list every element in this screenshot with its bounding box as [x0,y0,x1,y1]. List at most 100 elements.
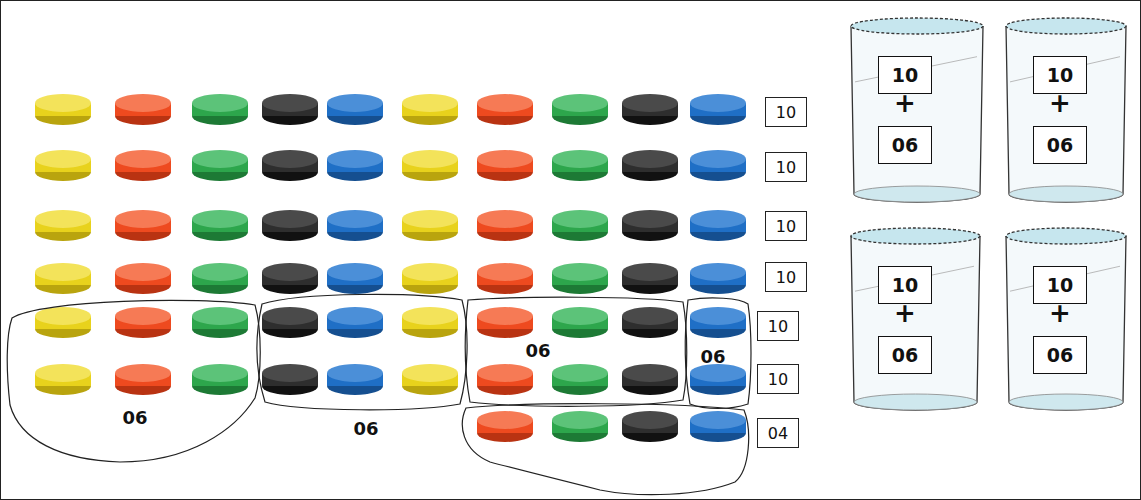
bottle-cap [552,307,608,338]
group-count: 06 [353,418,378,439]
bottle-cap [477,364,533,395]
bottle-cap [552,411,608,442]
bottle-cap [327,364,383,395]
group-loop [685,298,751,409]
bottle-cap [262,307,318,338]
number-box: 06 [1033,336,1087,374]
bottle-cap [262,263,318,294]
bottle-cap [552,364,608,395]
bottle-cap [622,364,678,395]
number-box: 10 [878,266,932,304]
bottle-cap [477,411,533,442]
bottle-cap [552,210,608,241]
bottle-cap [690,263,746,294]
bottle-cap [35,210,91,241]
bottle-cap [327,263,383,294]
bottle-cap [477,263,533,294]
bottle-cap [690,307,746,338]
bottle-cap [477,307,533,338]
bottle-cap [192,263,248,294]
row-count-box: 04 [757,418,799,448]
bottle-cap [477,94,533,125]
number-text: 10 [768,317,788,336]
row-count-box: 10 [757,311,799,341]
bottle-cap [192,364,248,395]
cup: +1006 [998,224,1134,416]
bottle-cap [402,263,458,294]
bottle-cap [622,94,678,125]
bottle-cap [192,210,248,241]
number-text: 10 [776,103,796,122]
bottle-cap [35,364,91,395]
bottle-cap [115,210,171,241]
bottle-cap [262,94,318,125]
number-box: 06 [1033,126,1087,164]
bottle-cap [262,210,318,241]
bottle-cap [192,307,248,338]
bottle-cap [690,364,746,395]
bottle-cap [690,150,746,181]
number-text: 06 [892,344,918,366]
bottle-cap [327,150,383,181]
row-count-box: 10 [765,262,807,292]
bottle-cap [35,94,91,125]
bottle-cap [477,210,533,241]
bottle-cap [327,210,383,241]
bottle-cap [552,263,608,294]
group-count: 06 [525,340,550,361]
bottle-cap [402,94,458,125]
bottle-caps [35,94,746,442]
number-text: 06 [1047,134,1073,156]
cup: +1006 [843,14,991,208]
number-text: 10 [892,64,918,86]
number-box: 10 [1033,266,1087,304]
number-text: 04 [768,424,788,443]
cup: +1006 [843,224,988,416]
bottle-cap [115,364,171,395]
number-box: 06 [878,336,932,374]
bottle-cap [402,150,458,181]
cup-outline [843,14,991,208]
bottle-cap [552,150,608,181]
bottle-cap [477,150,533,181]
number-text: 06 [1047,344,1073,366]
number-text: 10 [776,268,796,287]
group-loop [462,404,748,495]
bottle-cap [402,307,458,338]
row-count-box: 10 [765,211,807,241]
bottle-cap [192,150,248,181]
number-text: 10 [892,274,918,296]
number-box: 10 [878,56,932,94]
group-count: 06 [700,346,725,367]
group-loop [257,294,467,409]
bottle-cap [192,94,248,125]
bottle-cap [690,210,746,241]
number-box: 06 [878,126,932,164]
number-text: 10 [1047,274,1073,296]
group-loop [465,297,687,406]
bottle-cap [262,364,318,395]
bottle-cap [115,94,171,125]
bottle-cap [690,411,746,442]
group-loops [7,294,751,494]
cup: +1006 [998,14,1134,208]
row-count-box: 10 [765,97,807,127]
bottle-cap [35,263,91,294]
bottle-cap [35,150,91,181]
bottle-cap [115,307,171,338]
bottle-cap [690,94,746,125]
bottle-cap [327,94,383,125]
bottle-cap [115,263,171,294]
number-text: 10 [768,370,788,389]
row-count-box: 10 [765,152,807,182]
group-loop [7,300,260,462]
number-text: 10 [776,217,796,236]
bottle-cap [262,150,318,181]
bottle-cap [402,210,458,241]
bottle-cap [327,307,383,338]
number-text: 10 [776,158,796,177]
bottle-cap [622,150,678,181]
bottle-cap [622,307,678,338]
number-box: 10 [1033,56,1087,94]
bottle-cap [35,307,91,338]
